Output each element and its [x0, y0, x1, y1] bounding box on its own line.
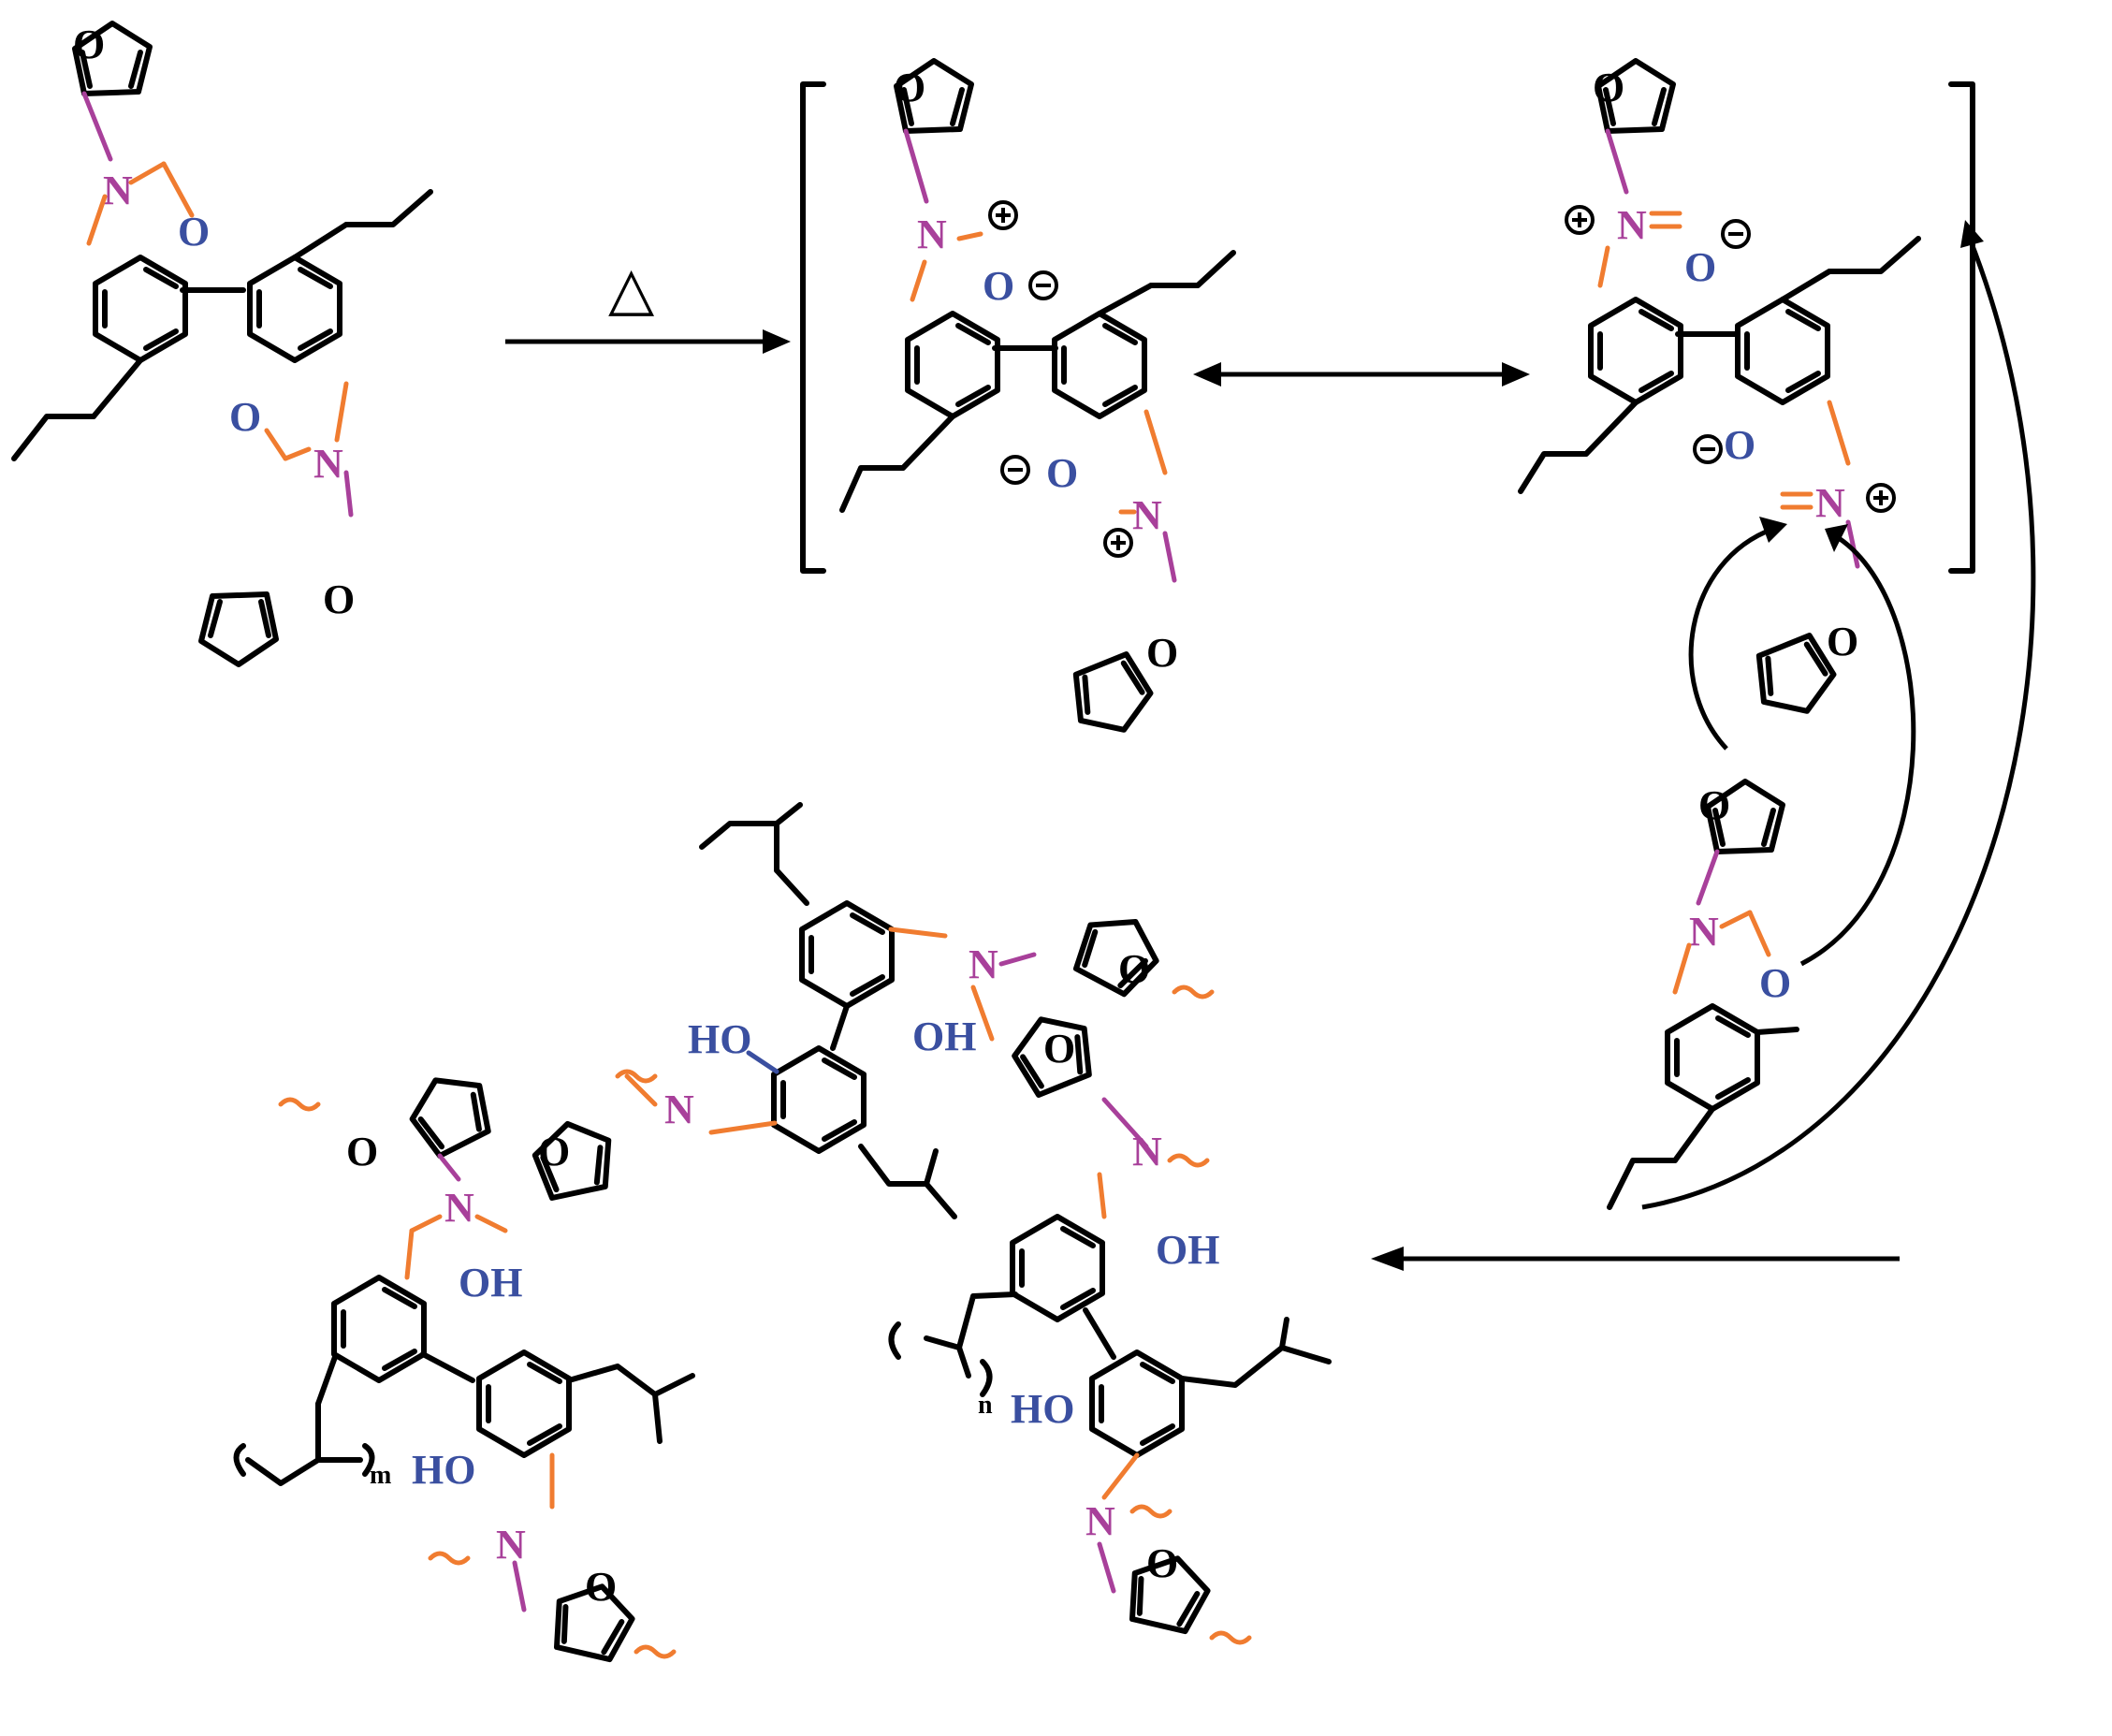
hydroxyl-label-3: OH: [459, 1260, 522, 1306]
bracket-left: [800, 81, 826, 574]
iminium-nitrogen-label-3: N: [1617, 202, 1647, 248]
attacking-monomer: O N O: [1607, 781, 1799, 1210]
heat-symbol: △: [608, 255, 655, 322]
furan-oxygen-label-6: O: [1827, 619, 1858, 664]
oxazine-oxygen-label-2: O: [229, 394, 261, 440]
amine-nitrogen-label-4: N: [444, 1185, 474, 1231]
hydroxyl-label-6: HO: [1011, 1386, 1074, 1432]
furan-oxygen-label-7: O: [1698, 782, 1730, 828]
oxazine-nitrogen-label-2: N: [313, 441, 343, 487]
zwitterion-intermediate: O N O O N O: [839, 61, 1236, 742]
amine-nitrogen-label-5: N: [496, 1522, 526, 1568]
bracket-right: [1948, 81, 1975, 574]
hydroxyl-label: OH: [912, 1014, 976, 1059]
furan-oxygen-label-12: O: [585, 1564, 617, 1610]
oxazine-nitrogen-label-3: N: [1689, 909, 1719, 955]
phenolate-oxygen-label: O: [983, 263, 1014, 309]
furan-oxygen-label-9: O: [1043, 1026, 1075, 1072]
hydroxyl-label-4: HO: [412, 1447, 475, 1493]
iminium-nitrogen-label-4: N: [1815, 480, 1845, 526]
oxazine-oxygen-label-3: O: [1759, 960, 1791, 1006]
furan-oxygen-label-8: O: [1118, 946, 1150, 992]
furan-oxygen-label-5: O: [1593, 65, 1624, 110]
resonance-arrow-icon: [1193, 362, 1530, 387]
repeat-unit-m: m: [370, 1461, 391, 1490]
repeat-unit-n: n: [978, 1391, 993, 1420]
furan-oxygen-label-3: O: [894, 65, 925, 110]
hydroxyl-label-2: HO: [688, 1016, 751, 1062]
hydroxyl-label-5: OH: [1156, 1227, 1219, 1273]
iminium-intermediate: O N O O N O: [1518, 61, 1921, 723]
iminium-nitrogen-label: N: [917, 212, 947, 257]
amine-nitrogen-label-6: N: [1085, 1498, 1115, 1544]
phenolate-oxygen-label-2: O: [1046, 450, 1078, 496]
furan-oxygen-label-11: O: [538, 1129, 570, 1174]
amine-nitrogen-label-2: N: [1132, 1129, 1162, 1174]
benzoxazine-monomer: O N O O N O: [11, 22, 433, 664]
furan-oxygen-label-4: O: [1146, 630, 1178, 676]
amine-nitrogen-label: N: [969, 941, 998, 987]
furan-oxygen-label-2: O: [323, 576, 355, 622]
curved-arrow-icon: [1641, 220, 2036, 1210]
phenolate-oxygen-label-3: O: [1684, 244, 1716, 290]
phenolate-oxygen-label-4: O: [1724, 422, 1755, 468]
oxazine-nitrogen-label: N: [103, 168, 133, 213]
oxazine-oxygen-label: O: [178, 209, 210, 255]
polybenzoxazine-network: N O OH O N HO N O N O OH: [233, 802, 1332, 1664]
furan-oxygen-label-13: O: [1146, 1540, 1178, 1586]
iminium-nitrogen-label-2: N: [1132, 492, 1162, 538]
furan-oxygen-label-10: O: [346, 1129, 378, 1174]
reaction-arrow-icon: △: [505, 255, 791, 354]
amine-nitrogen-label-3: N: [664, 1087, 694, 1132]
left-arrow-icon: [1371, 1247, 1900, 1271]
furan-oxygen-label: O: [73, 22, 105, 67]
